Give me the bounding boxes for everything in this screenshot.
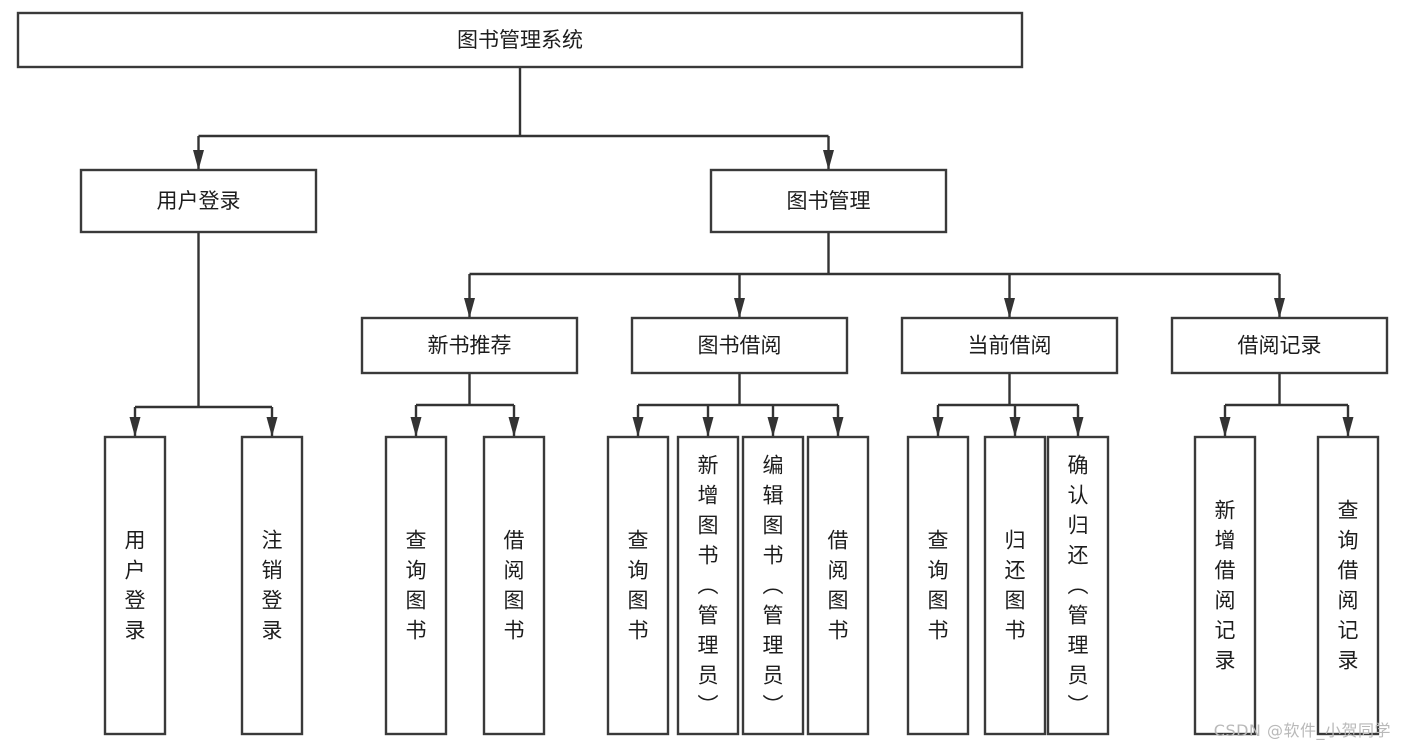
arrow-head-icon: [1072, 417, 1084, 437]
node-box[interactable]: [240, 435, 304, 736]
node-box[interactable]: [1170, 316, 1389, 375]
node-user-login[interactable]: 用户登录: [79, 168, 318, 234]
node-book-manage[interactable]: 图书管理: [709, 168, 948, 234]
node-box[interactable]: [906, 435, 970, 736]
node-leaf-add-record[interactable]: 新增借阅记录: [1193, 435, 1257, 736]
edge-group-borrow-record: [1219, 373, 1354, 437]
node-box[interactable]: [900, 316, 1119, 375]
arrow-head-icon: [1004, 298, 1015, 318]
arrow-head-icon: [464, 298, 475, 318]
arrow-head-icon: [193, 150, 204, 170]
node-label: 归还图书: [1005, 529, 1026, 643]
connectors-layer: [129, 67, 1354, 437]
arrow-head-icon: [632, 417, 644, 437]
arrow-head-icon: [823, 150, 834, 170]
node-label: 确认归还︵管理员︶: [1068, 454, 1089, 718]
arrow-head-icon: [832, 417, 844, 437]
arrow-head-icon: [508, 417, 520, 437]
node-label: 查询图书: [406, 529, 427, 643]
node-label: 查询图书: [628, 529, 649, 643]
node-box[interactable]: [606, 435, 670, 736]
node-leaf-query-book-2[interactable]: 查询图书: [606, 435, 670, 736]
node-leaf-borrow-book-2[interactable]: 借阅图书: [806, 435, 870, 736]
node-label: 查询借阅记录: [1338, 499, 1359, 673]
arrow-head-icon: [932, 417, 944, 437]
arrow-head-icon: [1342, 417, 1354, 437]
arrow-head-icon: [1219, 417, 1231, 437]
node-leaf-query-record[interactable]: 查询借阅记录: [1316, 435, 1380, 736]
node-leaf-confirm-return[interactable]: 确认归还︵管理员︶: [1046, 435, 1110, 736]
edge-group-current-borrow: [932, 373, 1084, 437]
node-box[interactable]: [384, 435, 448, 736]
arrow-head-icon: [129, 417, 141, 437]
edge-group-user-login: [129, 232, 278, 437]
node-label: 借阅图书: [504, 529, 525, 643]
node-box[interactable]: [806, 435, 870, 736]
node-leaf-logout[interactable]: 注销登录: [240, 435, 304, 736]
arrow-head-icon: [767, 417, 779, 437]
node-box[interactable]: [1193, 435, 1257, 736]
node-box[interactable]: [16, 11, 1024, 69]
arrow-head-icon: [266, 417, 278, 437]
arrow-head-icon: [1009, 417, 1021, 437]
node-borrow-record[interactable]: 借阅记录: [1170, 316, 1389, 375]
edge-group-book-manage: [464, 232, 1285, 318]
node-box[interactable]: [630, 316, 849, 375]
edge-group-root: [193, 67, 834, 170]
node-box[interactable]: [482, 435, 546, 736]
node-label: 借阅图书: [828, 529, 849, 643]
arrow-head-icon: [702, 417, 714, 437]
node-root[interactable]: 图书管理系统: [16, 11, 1024, 69]
node-leaf-borrow-book-1[interactable]: 借阅图书: [482, 435, 546, 736]
node-label: 图书管理: [787, 189, 871, 213]
node-label: 图书借阅: [698, 334, 782, 358]
node-label: 用户登录: [157, 189, 241, 213]
node-label: 新增借阅记录: [1215, 499, 1236, 673]
node-box[interactable]: [709, 168, 948, 234]
arrow-head-icon: [1274, 298, 1285, 318]
node-label: 新增图书︵管理员︶: [698, 454, 719, 718]
node-new-book-rec[interactable]: 新书推荐: [360, 316, 579, 375]
arrow-head-icon: [734, 298, 745, 318]
node-box[interactable]: [1316, 435, 1380, 736]
node-box[interactable]: [676, 435, 740, 736]
node-leaf-edit-book[interactable]: 编辑图书︵管理员︶: [741, 435, 805, 736]
node-label: 借阅记录: [1238, 334, 1322, 358]
edge-group-new-book-rec: [410, 373, 520, 437]
node-label: 查询图书: [928, 529, 949, 643]
node-book-borrow[interactable]: 图书借阅: [630, 316, 849, 375]
node-label: 当前借阅: [968, 334, 1052, 358]
node-label: 注销登录: [262, 529, 283, 643]
node-leaf-query-book-3[interactable]: 查询图书: [906, 435, 970, 736]
node-box[interactable]: [79, 168, 318, 234]
node-label: 新书推荐: [428, 334, 512, 358]
node-current-borrow[interactable]: 当前借阅: [900, 316, 1119, 375]
node-box[interactable]: [983, 435, 1047, 736]
node-box[interactable]: [741, 435, 805, 736]
node-leaf-user-login[interactable]: 用户登录: [103, 435, 167, 736]
node-label: 编辑图书︵管理员︶: [763, 454, 784, 718]
node-label: 用户登录: [125, 529, 146, 643]
node-leaf-query-book-1[interactable]: 查询图书: [384, 435, 448, 736]
node-box[interactable]: [103, 435, 167, 736]
node-label: 图书管理系统: [457, 28, 583, 52]
arrow-head-icon: [410, 417, 422, 437]
node-box[interactable]: [1046, 435, 1110, 736]
node-boxes-layer: 图书管理系统用户登录图书管理新书推荐图书借阅当前借阅借阅记录用户登录注销登录查询…: [16, 11, 1389, 736]
node-leaf-add-book[interactable]: 新增图书︵管理员︶: [676, 435, 740, 736]
edge-group-book-borrow: [632, 373, 844, 437]
csdn-watermark: CSDN @软件_小贺同学: [1213, 721, 1391, 740]
node-leaf-return-book[interactable]: 归还图书: [983, 435, 1047, 736]
node-box[interactable]: [360, 316, 579, 375]
